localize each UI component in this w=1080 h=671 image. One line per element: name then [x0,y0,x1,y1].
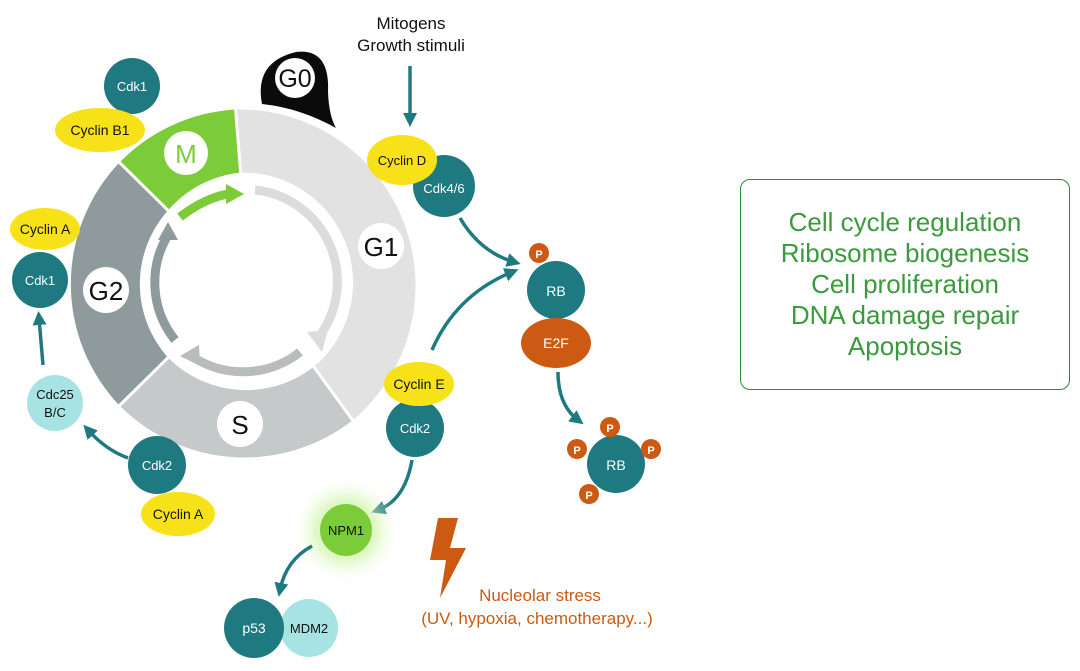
g1-label: G1 [364,232,399,262]
s-label-bg [217,401,263,447]
inner-arrow-g2 [150,232,179,343]
phospho-label: P [573,445,580,457]
function-item: Apoptosis [847,331,963,361]
ring-divider [312,365,354,422]
cyclin-d-label: Cyclin D [378,153,426,168]
lightning-icon [430,518,466,598]
inner-arrowhead-m [226,184,244,204]
rb-node [527,261,585,319]
functions-box: Cell cycle regulation Ribosome biogenesi… [740,179,1070,390]
g2-label: G2 [89,276,124,306]
mdm2-node [280,599,338,657]
e2f-to-rbp-arrow [556,371,584,425]
cdc25-node [27,375,83,431]
cyclin-a-g2-node [10,208,80,250]
g0-label-bg [275,58,315,98]
s-label: S [231,410,248,440]
inner-arrowhead-g1 [307,330,328,352]
cyclin-d-node [367,135,437,185]
g0-label: G0 [278,65,311,93]
phospho-label: P [535,249,542,261]
ring-divider [118,161,170,212]
cdk2-to-cdc25-arrow [83,424,129,460]
inner-arrowhead-s [180,345,200,366]
growth-stimuli-label: Growth stimuli [357,36,465,55]
stress-causes-label: (UV, hypoxia, chemotherapy...) [421,609,653,628]
mitogens-label: Mitogens [377,14,446,33]
g2-label-bg [83,267,129,313]
inner-arrow-s [187,348,303,377]
phospho-label: P [606,423,613,435]
cyclin-b1-label: Cyclin B1 [70,122,129,138]
inner-arrowhead-g2 [158,222,178,240]
cdc25-to-cdk1-arrow [32,311,47,366]
cyclin-b1-node [55,108,145,152]
ring-divider [118,356,170,407]
e2f-label: E2F [543,335,569,351]
function-item: Cell cycle regulation [788,207,1022,237]
m-label-bg [164,131,208,175]
mdm2-label: MDM2 [290,621,328,636]
p53-label: p53 [242,620,266,636]
cdk2-s-node [128,436,186,494]
cyclin-e-node [384,362,454,406]
function-item: Cell proliferation [811,269,999,299]
function-item: Ribosome biogenesis [780,238,1030,268]
cdk1-m-label: Cdk1 [117,79,147,94]
cdk1-g2-label: Cdk1 [25,273,55,288]
e2f-node [521,318,591,368]
nucleolar-stress-label: Nucleolar stress [479,586,601,605]
npm1-node [320,504,372,556]
g1-label-bg [358,223,404,269]
cyclin-e-to-rb-arrow [430,268,519,351]
cdk1-g2-node [12,252,68,308]
cdk2-s-label: Cdk2 [142,458,172,473]
inner-arrow-g1 [254,185,342,341]
rb-phos-node [587,435,645,493]
cdk1-m-node [104,58,160,114]
ring-divider [234,109,243,173]
cdk2-g1s-label: Cdk2 [400,421,430,436]
cyclin-e-label: Cyclin E [393,376,444,392]
phospho-3 [641,439,661,459]
inner-arrow-m [177,189,229,221]
cdc25-label: Cdc25 [36,387,74,402]
cdk46-to-rb-arrow [458,217,521,267]
rb-phos-label: RB [606,457,625,473]
cyclin-a-g2-label: Cyclin A [20,221,71,237]
phospho-label: P [585,490,592,502]
rb-label: RB [546,283,565,299]
cdk46-label: Cdk4/6 [423,181,464,196]
m-label: M [175,139,197,169]
phospho-4 [579,484,599,504]
phospho-label: P [647,445,654,457]
npm1-to-p53-arrow [274,544,313,597]
g1-sector [235,109,416,421]
phospho-1 [600,417,620,437]
cyclin-a-s-node [141,492,215,536]
cdk2-g1s-node [386,399,444,457]
cdc25-bc-label: B/C [44,405,66,420]
phospho-rb-top [529,243,549,263]
npm1-label: NPM1 [328,523,364,538]
p53-node [224,598,284,658]
phospho-2 [567,439,587,459]
cyclin-a-s-label: Cyclin A [153,506,204,522]
function-item: DNA damage repair [790,300,1020,330]
